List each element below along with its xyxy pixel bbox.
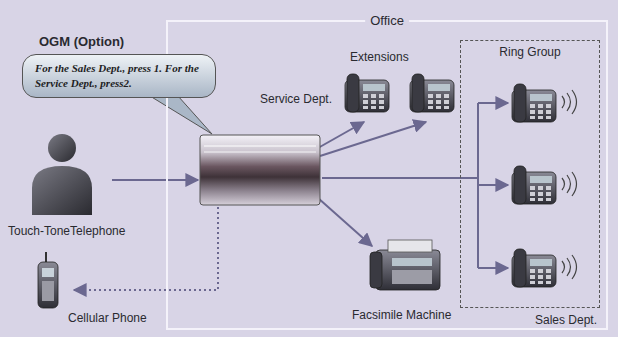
device-label: Cellular Phone [66, 311, 149, 325]
ogm-bubble: OGM (Option)For the Sales Dept., press 1… [22, 54, 216, 98]
pbx-unit [200, 135, 320, 205]
extension-phone [410, 74, 454, 112]
office-region: OfficeRing GroupSales Dept. [166, 20, 608, 330]
ring-mark [562, 172, 577, 196]
bubble-heading: OGM (Option) [37, 34, 126, 49]
extension-phone [345, 74, 389, 112]
department-label: Service Dept. [258, 92, 334, 106]
ring-group-phone [512, 166, 556, 204]
fax-machine [370, 240, 440, 290]
device-label: Extensions [348, 50, 411, 64]
ring-group-phone [512, 84, 556, 122]
connector-lines [74, 103, 508, 290]
group-title: Ring Group [499, 45, 560, 59]
bubble-tail [150, 96, 212, 134]
bubble-message: For the Sales Dept., press 1. For the Se… [35, 61, 203, 91]
device-label: Touch-ToneTelephone [6, 224, 127, 238]
ring-group-phone [512, 249, 556, 287]
ring-mark [562, 90, 577, 114]
cellular-phone [38, 252, 58, 308]
group-caption: Sales Dept. [535, 313, 597, 327]
caller-figure [32, 134, 92, 215]
ring-mark [562, 255, 577, 279]
region-title: Office [365, 13, 409, 29]
device-label: Facsimile Machine [350, 308, 453, 322]
ring-group-box: Ring GroupSales Dept. [460, 40, 600, 308]
